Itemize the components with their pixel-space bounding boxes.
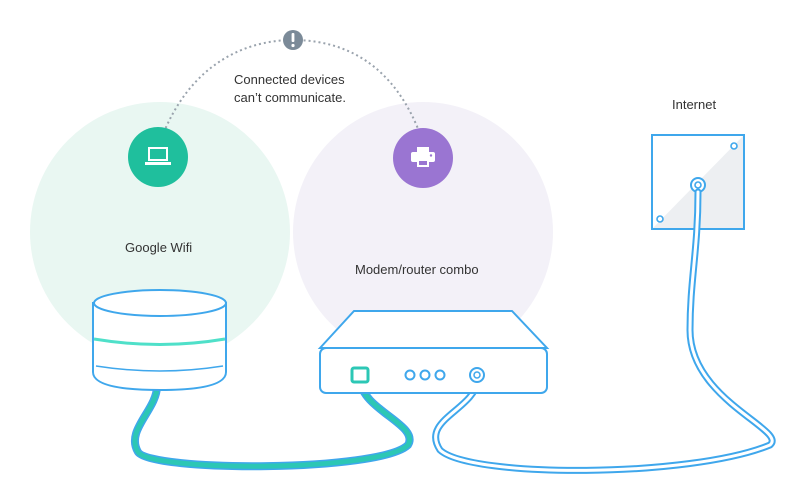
warning-text-line-1: Connected devices	[234, 72, 345, 87]
google-wifi-device	[92, 289, 227, 392]
ethernet-port-icon	[350, 366, 370, 384]
laptop-badge	[128, 127, 188, 187]
laptop-icon	[145, 147, 171, 165]
status-light-2	[419, 369, 431, 381]
google-wifi-zone	[30, 102, 290, 362]
modem-router-device	[317, 310, 550, 394]
warning-badge	[283, 30, 303, 50]
google-wifi-label: Google Wifi	[125, 240, 193, 255]
status-light-3	[434, 369, 446, 381]
modem-router-label: Modem/router combo	[355, 262, 479, 277]
printer-icon	[411, 147, 435, 167]
exclamation-icon	[291, 33, 295, 48]
warning-text-line-2: can’t communicate.	[234, 90, 346, 105]
modem-router-zone	[293, 102, 553, 362]
internet-label: Internet	[672, 97, 717, 112]
internet-cable	[432, 188, 776, 474]
status-light-1	[404, 369, 416, 381]
printer-badge	[393, 128, 453, 188]
ethernet-cable	[130, 376, 414, 471]
